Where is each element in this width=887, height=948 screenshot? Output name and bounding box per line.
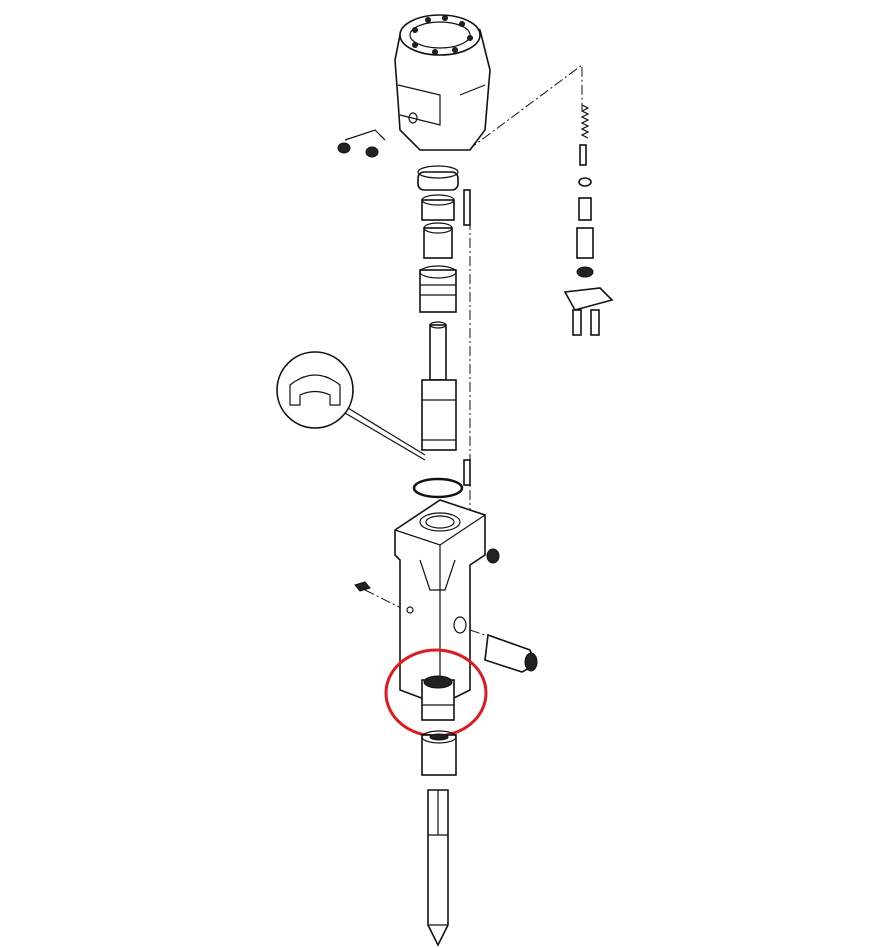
- cylinder-head: [394, 14, 491, 151]
- piston-column: [417, 165, 471, 486]
- detail-callout: [276, 351, 426, 461]
- front-head-body: [354, 499, 538, 706]
- lower-bushing: [421, 730, 457, 776]
- o-ring: [412, 477, 464, 499]
- control-valve-stack: [563, 104, 614, 336]
- screws: [337, 129, 386, 158]
- chisel-tool: [427, 789, 449, 947]
